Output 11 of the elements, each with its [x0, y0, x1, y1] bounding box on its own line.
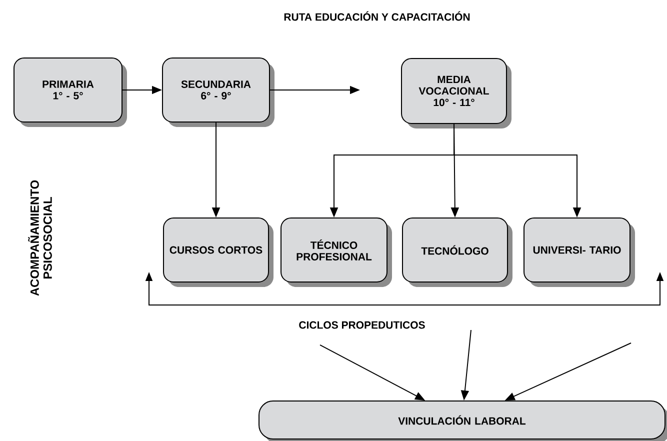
stage-box: MEDIA VOCACIONAL 10° - 11°	[401, 58, 512, 128]
bracket-label: CICLOS PROPEDUTICOS	[299, 321, 425, 329]
title: RUTA EDUCACIÓN Y CAPACITACIÓN	[284, 11, 470, 21]
stage-box: PRIMARIA 1° - 5°	[14, 58, 127, 127]
stage-box: TÉCNICO PROFESIONAL	[280, 218, 392, 287]
stage-box: UNIVERSI- TARIO	[524, 218, 635, 287]
stage-box: CURSOS CORTOS	[163, 218, 274, 287]
stage-box: TECNÓLOGO	[402, 218, 512, 287]
rounded-bar: VINCULACIÓN LABORAL	[258, 400, 667, 441]
side-label: ACOMPAÑAMIENTO PSICOSOCIAL	[28, 180, 52, 296]
stage-box: SECUNDARIA 6° - 9°	[162, 58, 274, 127]
